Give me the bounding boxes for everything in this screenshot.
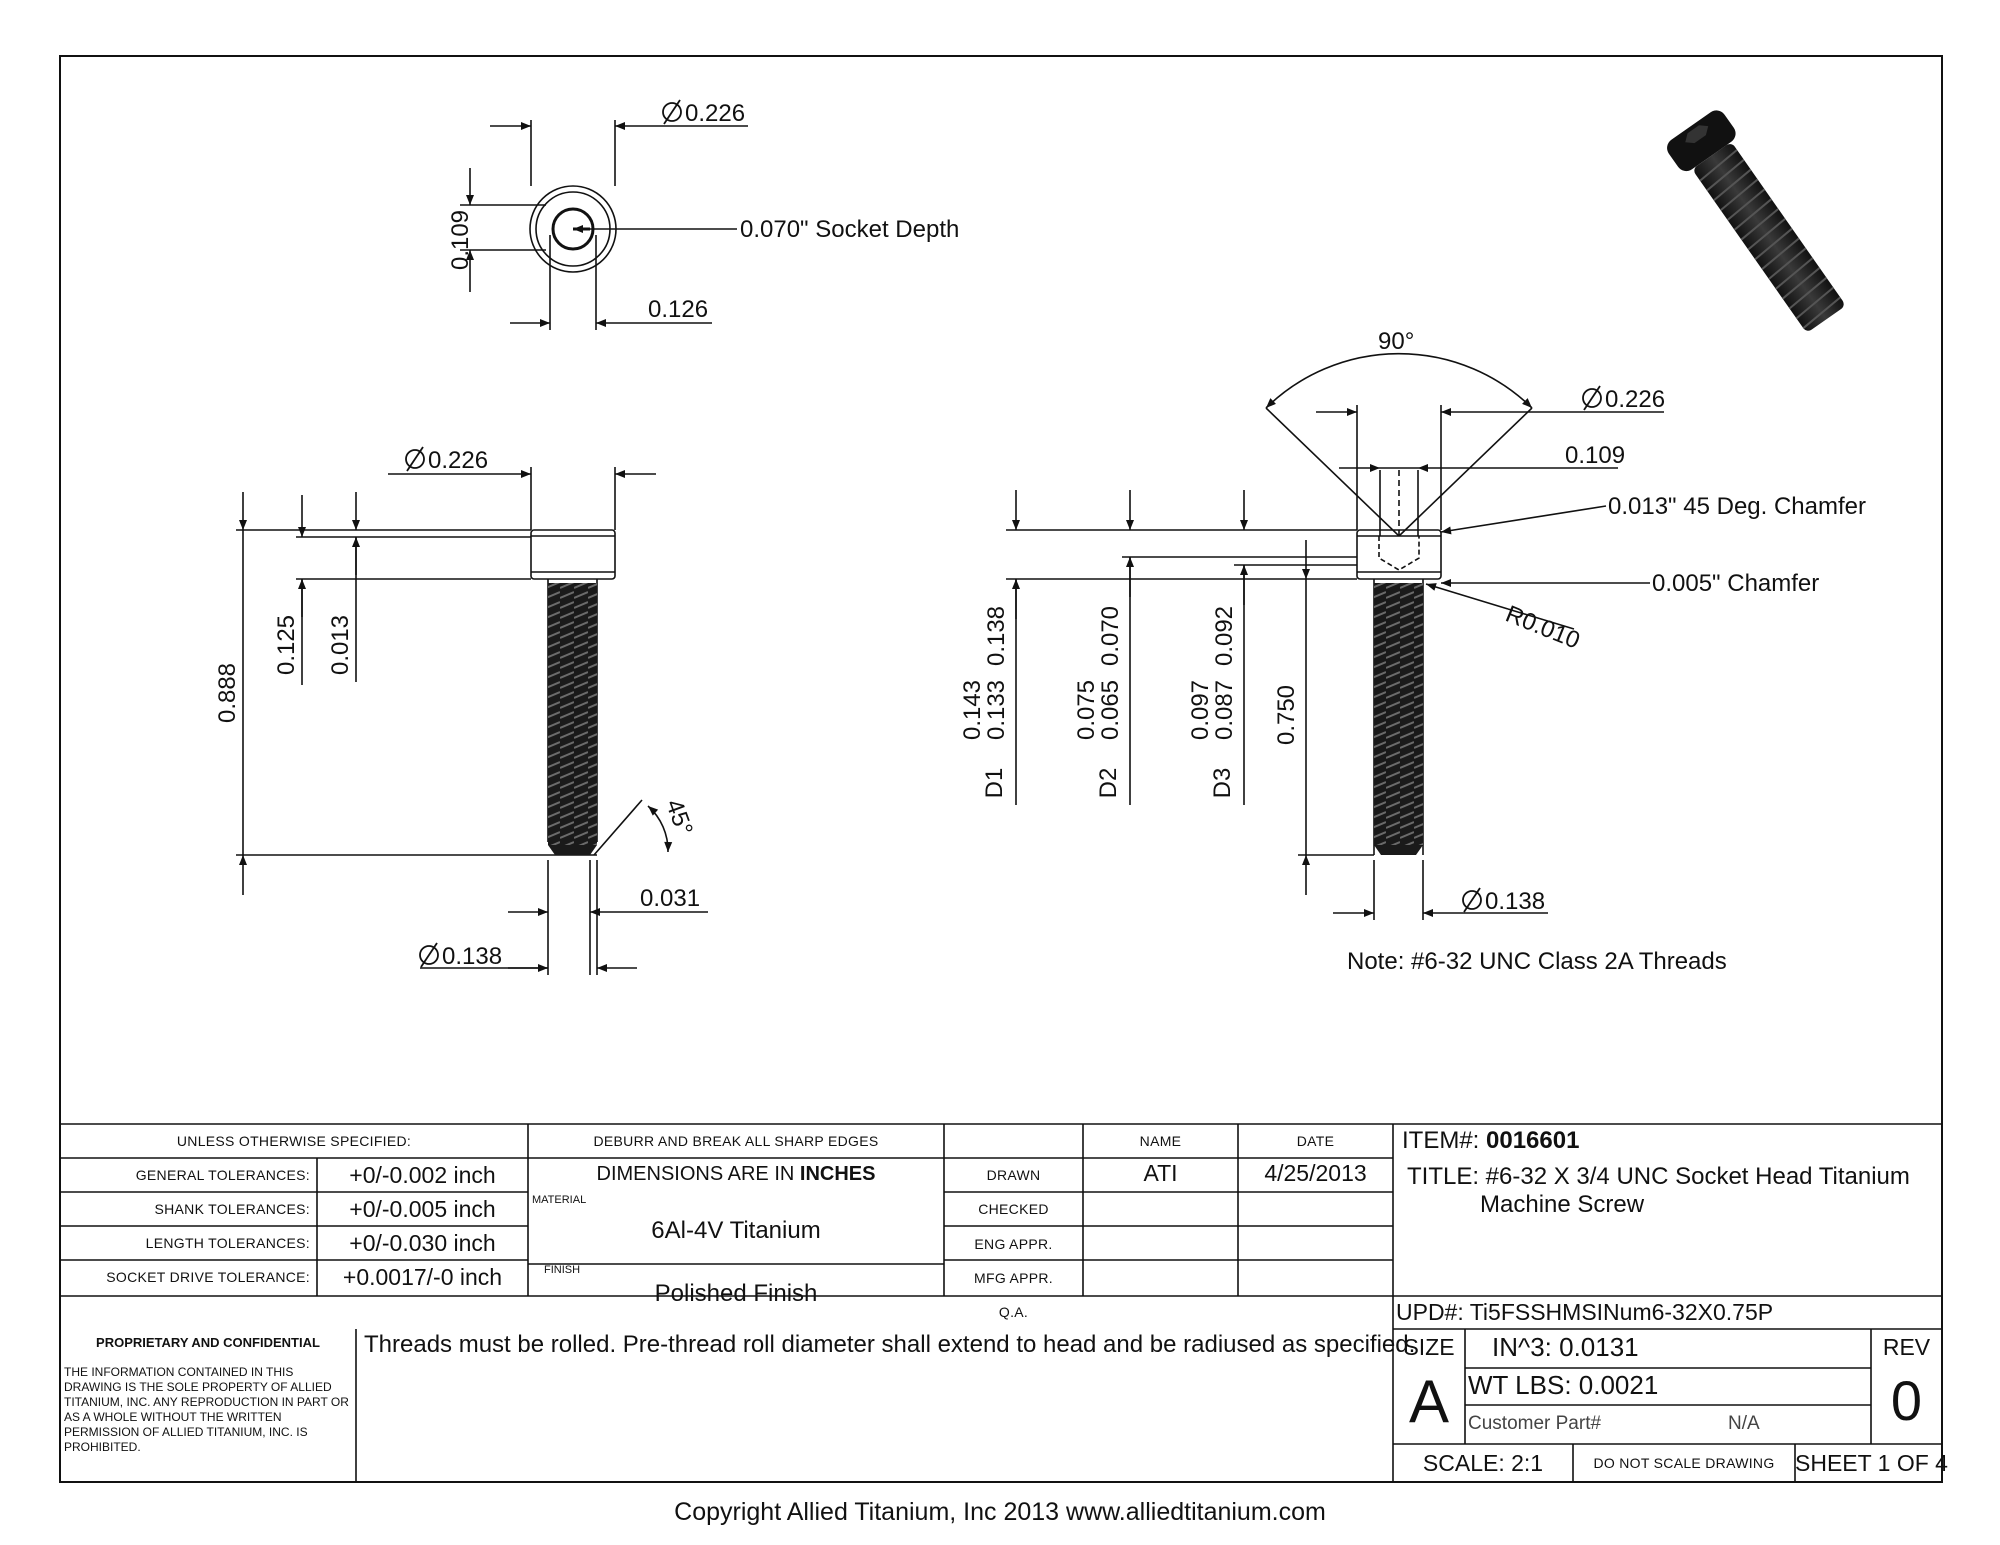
left-view-chamfer: 0.013 (327, 615, 354, 675)
customer-part-label: Customer Part# (1468, 1413, 1602, 1434)
right-view-radius: R0.010 (1502, 601, 1584, 655)
length-tolerance-label: LENGTH TOLERANCES: (145, 1235, 310, 1251)
unless-specified: UNLESS OTHERWISE SPECIFIED: (176, 1133, 412, 1149)
volume: IN^3: 0.0131 (1492, 1332, 1639, 1362)
right-view-socket: 0.109 (1565, 442, 1625, 469)
d1-label: D1 (981, 768, 1008, 799)
checked-label: CHECKED (978, 1201, 1049, 1217)
shank-tolerance-label: SHANK TOLERANCES: (154, 1201, 310, 1217)
screw-render-image (1667, 110, 1844, 331)
left-view-head-h: 0.125 (273, 615, 300, 675)
right-view-chamfer45: 0.013" 45 Deg. Chamfer (1608, 493, 1866, 520)
right-view-shank-dia-label (1462, 887, 1482, 913)
proprietary-title: PROPRIETARY AND CONFIDENTIAL (96, 1335, 320, 1350)
weight: WT LBS: 0.0021 (1468, 1370, 1659, 1400)
right-view-angle: 90° (1378, 328, 1414, 355)
title-line-2: Machine Screw (1480, 1191, 1645, 1218)
copyright: Copyright Allied Titanium, Inc 2013 www.… (674, 1498, 1326, 1526)
upd-number: UPD#: Ti5FSSHMSINum6-32X0.75P (1396, 1299, 1774, 1325)
date-header: DATE (1296, 1133, 1335, 1149)
right-view-head-dia: 0.226 (1605, 386, 1665, 413)
right-view-length: 0.750 (1273, 685, 1300, 745)
thread-note: Note: #6-32 UNC Class 2A Threads (1347, 948, 1727, 975)
top-view-dia-label (662, 99, 682, 125)
sheet-border (59, 55, 1943, 1483)
top-view-socket-depth: 0.070" Socket Depth (740, 216, 959, 243)
title-line-1: TITLE: #6-32 X 3/4 UNC Socket Head Titan… (1407, 1163, 1910, 1190)
top-view-dia: 0.226 (685, 100, 745, 127)
right-view-head-dia-label (1582, 385, 1602, 411)
left-view-tip: 0.031 (640, 885, 700, 912)
size-label: SIZE (1403, 1334, 1455, 1360)
qa-label: Q.A. (998, 1304, 1029, 1320)
left-view-overall: 0.888 (214, 663, 241, 723)
finish: Polished Finish (654, 1280, 818, 1307)
general-tolerance-label: GENERAL TOLERANCES: (135, 1167, 310, 1183)
shank-tolerance: +0/-0.005 inch (349, 1196, 496, 1222)
d2-nominal: 0.070 (1097, 606, 1124, 666)
right-view (1006, 352, 1664, 920)
d2-lower: 0.065 (1097, 680, 1124, 740)
d1-upper: 0.143 (959, 680, 986, 740)
finish-label: FINISH (544, 1264, 581, 1276)
proprietary-text: THE INFORMATION CONTAINED IN THIS DRAWIN… (64, 1365, 349, 1454)
d1-lower: 0.133 (983, 680, 1010, 740)
scale: SCALE: 2:1 (1422, 1450, 1544, 1476)
left-view (236, 467, 708, 975)
drawn-name: ATI (1143, 1160, 1178, 1186)
eng-approval-label: ENG APPR. (974, 1236, 1053, 1252)
item-number-row: ITEM#: 0016601 (1402, 1129, 1579, 1153)
socket-tolerance: +0.0017/-0 inch (342, 1264, 503, 1290)
name-header: NAME (1139, 1133, 1182, 1149)
length-tolerance: +0/-0.030 inch (349, 1230, 496, 1256)
threads-note: Threads must be rolled. Pre-thread roll … (364, 1331, 1416, 1358)
customer-part: N/A (1728, 1413, 1760, 1434)
dimension-units: DIMENSIONS ARE IN INCHES (528, 1164, 944, 1184)
general-tolerance: +0/-0.002 inch (349, 1162, 496, 1188)
title-block-grid (60, 1123, 1942, 1482)
do-not-scale: DO NOT SCALE DRAWING (1593, 1455, 1775, 1471)
top-view (460, 120, 748, 330)
d3-lower: 0.087 (1211, 680, 1238, 740)
d3-nominal: 0.092 (1211, 606, 1238, 666)
dimension-units-text: DIMENSIONS ARE IN (596, 1163, 800, 1185)
top-view-height: 0.109 (447, 210, 474, 270)
material-label: MATERIAL (532, 1194, 587, 1206)
drawn-label: DRAWN (986, 1167, 1041, 1183)
deburr-note: DEBURR AND BREAK ALL SHARP EDGES (593, 1133, 879, 1149)
rev-label: REV (1882, 1334, 1931, 1360)
dimension-units-value: INCHES (799, 1163, 876, 1185)
left-view-head-dia: 0.226 (428, 447, 488, 474)
left-view-threads (548, 583, 597, 845)
d3-label: D3 (1209, 768, 1236, 799)
item-number: 0016601 (1486, 1127, 1580, 1154)
right-view-shank-dia: 0.138 (1485, 888, 1545, 915)
d3-upper: 0.097 (1187, 680, 1214, 740)
rev-value: 0 (1890, 1369, 1923, 1432)
sheet-number: SHEET 1 OF 4 (1795, 1450, 1948, 1476)
right-view-threads (1374, 583, 1423, 845)
d1-nominal: 0.138 (983, 606, 1010, 666)
right-view-chamfer005: 0.005" Chamfer (1652, 570, 1819, 597)
d2-upper: 0.075 (1073, 680, 1100, 740)
left-view-head-dia-label (405, 446, 425, 472)
socket-tolerance-label: SOCKET DRIVE TOLERANCE: (106, 1269, 310, 1285)
material: 6Al-4V Titanium (651, 1217, 821, 1244)
size-value: A (1408, 1368, 1450, 1435)
mfg-approval-label: MFG APPR. (974, 1270, 1053, 1286)
left-view-shank-dia: 0.138 (442, 943, 502, 970)
left-view-shank-dia-label (419, 942, 439, 968)
drawn-date: 4/25/2013 (1264, 1160, 1367, 1186)
d2-label: D2 (1095, 768, 1122, 799)
top-view-hex: 0.126 (648, 296, 708, 323)
item-label: ITEM#: (1402, 1127, 1480, 1154)
